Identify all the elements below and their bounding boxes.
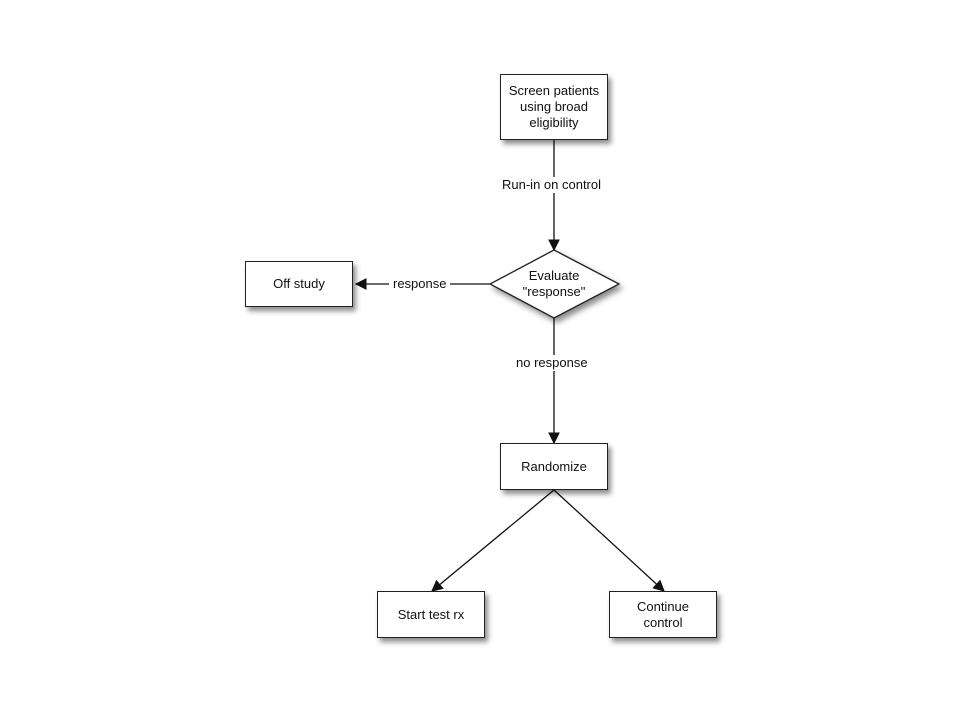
node-start-test-rx: Start test rx bbox=[377, 591, 485, 638]
node-continue-control: Continue control bbox=[609, 591, 717, 638]
edge-label-run-in: Run-in on control bbox=[498, 177, 605, 193]
edge-label-no-response: no response bbox=[512, 355, 592, 371]
edge-randomize-to-start bbox=[431, 489, 555, 592]
node-evaluate-text: Evaluate "response" bbox=[522, 268, 586, 299]
node-screen-patients-text: Screen patients using broad eligibility bbox=[508, 83, 600, 130]
node-off-study: Off study bbox=[245, 261, 353, 307]
evaluate-diamond bbox=[488, 249, 621, 319]
node-randomize-text: Randomize bbox=[521, 458, 587, 474]
node-screen-patients: Screen patients using broad eligibility bbox=[500, 74, 608, 140]
node-off-study-text: Off study bbox=[273, 276, 325, 291]
edge-label-response: response bbox=[389, 276, 451, 292]
edge-randomize-to-continue bbox=[553, 489, 665, 592]
node-continue-control-text: Continue control bbox=[636, 598, 690, 630]
node-start-test-rx-text: Start test rx bbox=[397, 606, 465, 622]
node-randomize: Randomize bbox=[500, 443, 608, 490]
